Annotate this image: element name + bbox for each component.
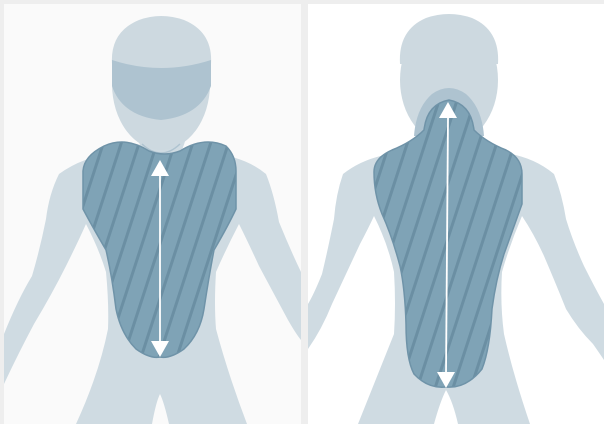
back-view-panel [308, 4, 604, 424]
back-view-illustration [308, 4, 604, 424]
front-view-panel [4, 4, 301, 424]
front-view-illustration [4, 4, 301, 424]
